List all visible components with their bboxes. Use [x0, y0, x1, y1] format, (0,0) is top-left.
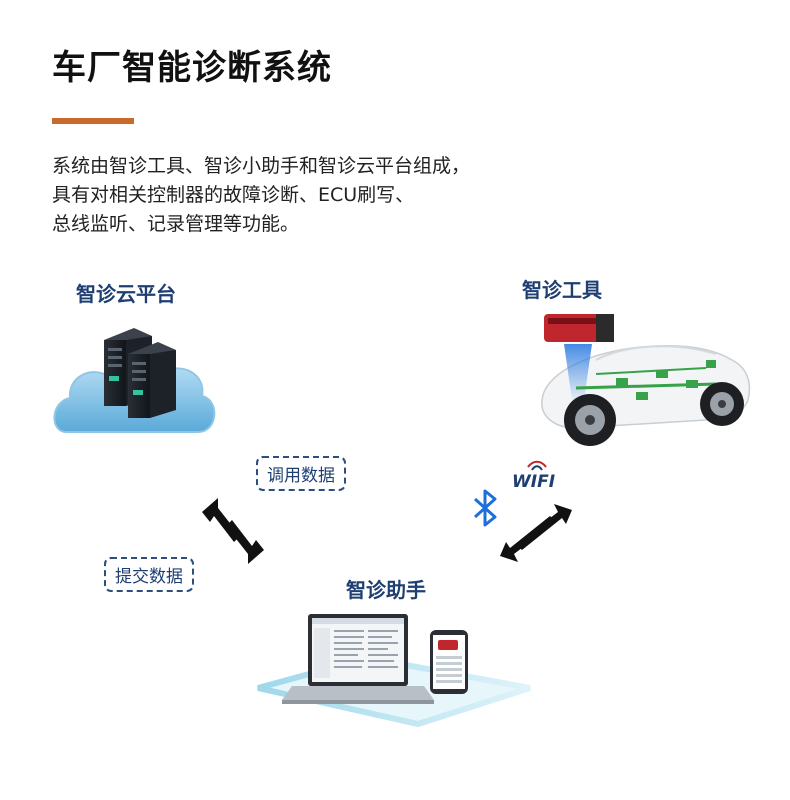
fetch-data-tag: 调用数据 — [256, 456, 346, 491]
wifi-signal-icon — [527, 460, 547, 471]
bidirectional-arrows-left-icon — [202, 498, 264, 564]
diagnostic-tool-label: 智诊工具 — [522, 278, 602, 302]
description-line-3: 总线监听、记录管理等功能。 — [52, 213, 300, 235]
description-line-1: 系统由智诊工具、智诊小助手和智诊云平台组成， — [52, 155, 471, 177]
submit-data-tag: 提交数据 — [104, 557, 194, 592]
assistant-label: 智诊助手 — [346, 578, 426, 602]
wifi-label: WIFI — [512, 472, 556, 492]
cloud-platform-label: 智诊云平台 — [76, 282, 176, 306]
bidirectional-arrows-right-icon — [500, 504, 572, 562]
description-line-2: 具有对相关控制器的故障诊断、ECU刷写、 — [52, 184, 415, 206]
cloud-server-icon — [53, 328, 216, 433]
system-description: 系统由智诊工具、智诊小助手和智诊云平台组成， 具有对相关控制器的故障诊断、ECU… — [52, 152, 470, 239]
bluetooth-icon — [473, 489, 497, 527]
page-title: 车厂智能诊断系统 — [52, 48, 332, 88]
obd-car-icon — [541, 314, 751, 446]
laptop-phone-icon — [257, 614, 531, 728]
title-accent-bar — [52, 118, 134, 124]
